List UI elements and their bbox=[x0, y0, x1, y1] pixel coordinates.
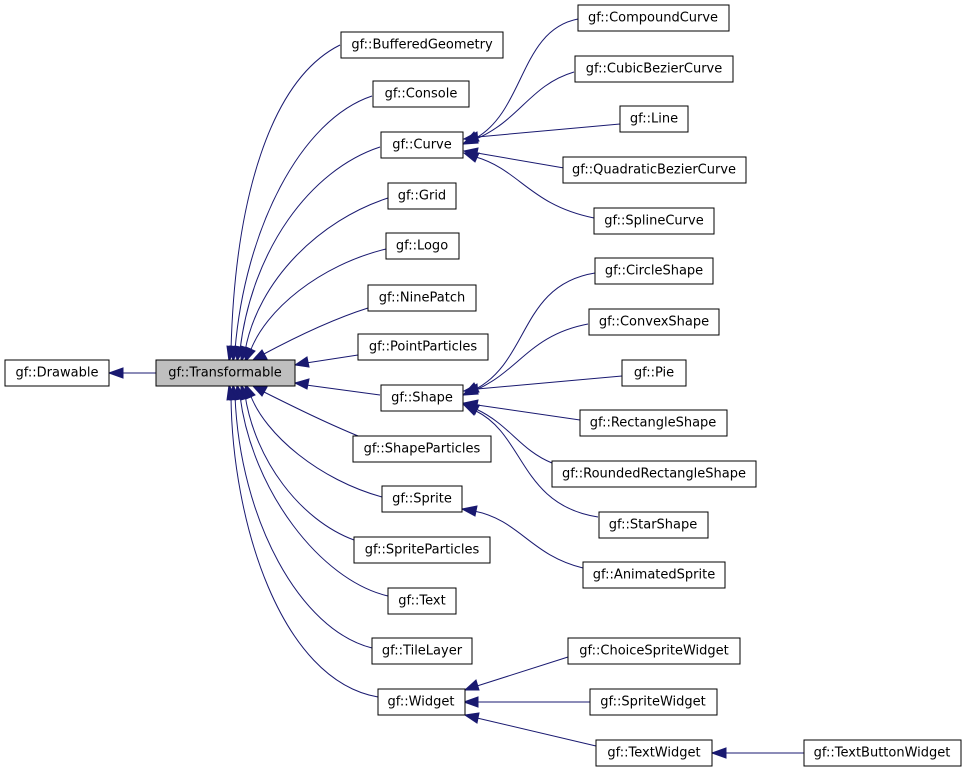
edge-widget-to-transformable bbox=[226, 383, 379, 698]
node-sprite-label: gf::Sprite bbox=[392, 492, 452, 507]
edge-logo-to-transformable bbox=[244, 248, 387, 364]
node-spritewidget[interactable]: gf::SpriteWidget bbox=[589, 688, 718, 716]
node-grid[interactable]: gf::Grid bbox=[387, 182, 457, 210]
node-animatedsprite-label: gf::AnimatedSprite bbox=[593, 568, 715, 583]
node-drawable-label: gf::Drawable bbox=[16, 366, 99, 381]
node-rectangleshape-label: gf::RectangleShape bbox=[590, 416, 717, 431]
node-line-label: gf::Line bbox=[630, 112, 678, 127]
node-drawable[interactable]: gf::Drawable bbox=[4, 359, 110, 387]
node-cubicbeziercurve[interactable]: gf::CubicBezierCurve bbox=[574, 55, 734, 83]
edge-pointparticles-to-transformable bbox=[293, 354, 359, 368]
node-choicespritewidget-label: gf::ChoiceSpriteWidget bbox=[579, 644, 729, 659]
node-starshape-label: gf::StarShape bbox=[609, 518, 698, 533]
edge-pie-to-shape bbox=[462, 375, 623, 395]
edge-ninepatch-to-transformable bbox=[250, 307, 369, 362]
node-bufferedgeometry-label: gf::BufferedGeometry bbox=[351, 38, 493, 53]
node-text[interactable]: gf::Text bbox=[387, 587, 457, 615]
node-pointparticles-label: gf::PointParticles bbox=[369, 340, 477, 355]
node-logo[interactable]: gf::Logo bbox=[385, 232, 460, 260]
edge-shapeparticles-to-transformable bbox=[250, 384, 369, 441]
node-logo-label: gf::Logo bbox=[396, 239, 448, 254]
node-widget-label: gf::Widget bbox=[388, 695, 455, 710]
node-ninepatch-label: gf::NinePatch bbox=[379, 291, 465, 306]
node-pie-label: gf::Pie bbox=[634, 366, 674, 381]
node-tilelayer-label: gf::TileLayer bbox=[382, 644, 463, 659]
node-shape-label: gf::Shape bbox=[391, 391, 453, 406]
node-widget[interactable]: gf::Widget bbox=[377, 688, 466, 716]
node-textbuttonwidget-label: gf::TextButtonWidget bbox=[814, 746, 951, 761]
node-roundedrectangleshape[interactable]: gf::RoundedRectangleShape bbox=[551, 460, 757, 488]
node-grid-label: gf::Grid bbox=[398, 189, 446, 204]
node-spriteparticles-label: gf::SpriteParticles bbox=[365, 543, 480, 558]
edge-curve-to-transformable bbox=[234, 146, 381, 363]
node-circleshape[interactable]: gf::CircleShape bbox=[594, 257, 714, 285]
node-splinecurve[interactable]: gf::SplineCurve bbox=[593, 207, 715, 235]
edge-text-to-transformable bbox=[234, 383, 389, 597]
node-pie[interactable]: gf::Pie bbox=[621, 359, 687, 387]
node-rectangleshape[interactable]: gf::RectangleShape bbox=[579, 409, 728, 437]
node-shapeparticles-label: gf::ShapeParticles bbox=[364, 442, 481, 457]
edge-starshape-to-shape bbox=[462, 404, 599, 518]
node-sprite[interactable]: gf::Sprite bbox=[381, 485, 463, 513]
node-spritewidget-label: gf::SpriteWidget bbox=[600, 695, 705, 710]
node-convexshape-label: gf::ConvexShape bbox=[599, 315, 709, 330]
node-cubicbeziercurve-label: gf::CubicBezierCurve bbox=[586, 62, 723, 77]
edge-transformable-to-drawable bbox=[107, 367, 156, 379]
node-console[interactable]: gf::Console bbox=[372, 80, 470, 108]
node-roundedrectangleshape-label: gf::RoundedRectangleShape bbox=[562, 467, 746, 482]
node-shapeparticles[interactable]: gf::ShapeParticles bbox=[352, 435, 492, 463]
edge-tilelayer-to-transformable bbox=[229, 383, 373, 649]
edge-console-to-transformable bbox=[229, 95, 373, 363]
node-choicespritewidget[interactable]: gf::ChoiceSpriteWidget bbox=[567, 637, 741, 665]
edge-choicespritewidget-to-widget bbox=[463, 656, 569, 691]
node-transformable[interactable]: gf::Transformable bbox=[155, 359, 296, 387]
edge-textwidget-to-widget bbox=[463, 712, 597, 747]
edge-bufferedgeometry-to-transformable bbox=[226, 44, 341, 363]
node-textwidget-label: gf::TextWidget bbox=[607, 746, 700, 761]
node-splinecurve-label: gf::SplineCurve bbox=[604, 214, 703, 229]
node-starshape[interactable]: gf::StarShape bbox=[598, 511, 709, 539]
edge-textbuttonwidget-to-textwidget bbox=[710, 747, 804, 759]
node-spriteparticles[interactable]: gf::SpriteParticles bbox=[353, 536, 491, 564]
node-curve[interactable]: gf::Curve bbox=[380, 131, 464, 159]
node-curve-label: gf::Curve bbox=[392, 138, 451, 153]
node-circleshape-label: gf::CircleShape bbox=[605, 264, 703, 279]
node-quadraticbeziercurve-label: gf::QuadraticBezierCurve bbox=[572, 163, 736, 178]
node-ninepatch[interactable]: gf::NinePatch bbox=[367, 284, 477, 312]
node-console-label: gf::Console bbox=[385, 87, 458, 102]
node-textbuttonwidget[interactable]: gf::TextButtonWidget bbox=[803, 739, 962, 767]
edge-spritewidget-to-widget bbox=[462, 696, 590, 708]
node-compoundcurve[interactable]: gf::CompoundCurve bbox=[577, 4, 730, 32]
node-shape[interactable]: gf::Shape bbox=[380, 384, 464, 412]
node-transformable-label: gf::Transformable bbox=[168, 366, 282, 381]
node-line[interactable]: gf::Line bbox=[619, 105, 689, 133]
edge-animatedsprite-to-sprite bbox=[460, 505, 584, 569]
node-tilelayer[interactable]: gf::TileLayer bbox=[371, 637, 473, 665]
edge-splinecurve-to-curve bbox=[462, 152, 595, 219]
edge-rectangleshape-to-shape bbox=[462, 399, 581, 421]
node-convexshape[interactable]: gf::ConvexShape bbox=[588, 308, 720, 336]
node-compoundcurve-label: gf::CompoundCurve bbox=[588, 11, 718, 26]
node-pointparticles[interactable]: gf::PointParticles bbox=[357, 333, 489, 361]
edge-line-to-curve bbox=[462, 123, 621, 143]
node-bufferedgeometry[interactable]: gf::BufferedGeometry bbox=[340, 31, 504, 59]
node-animatedsprite[interactable]: gf::AnimatedSprite bbox=[582, 561, 726, 589]
node-textwidget[interactable]: gf::TextWidget bbox=[595, 739, 713, 767]
node-quadraticbeziercurve[interactable]: gf::QuadraticBezierCurve bbox=[562, 156, 747, 184]
edge-shape-to-transformable bbox=[293, 378, 381, 396]
node-text-label: gf::Text bbox=[398, 594, 445, 609]
